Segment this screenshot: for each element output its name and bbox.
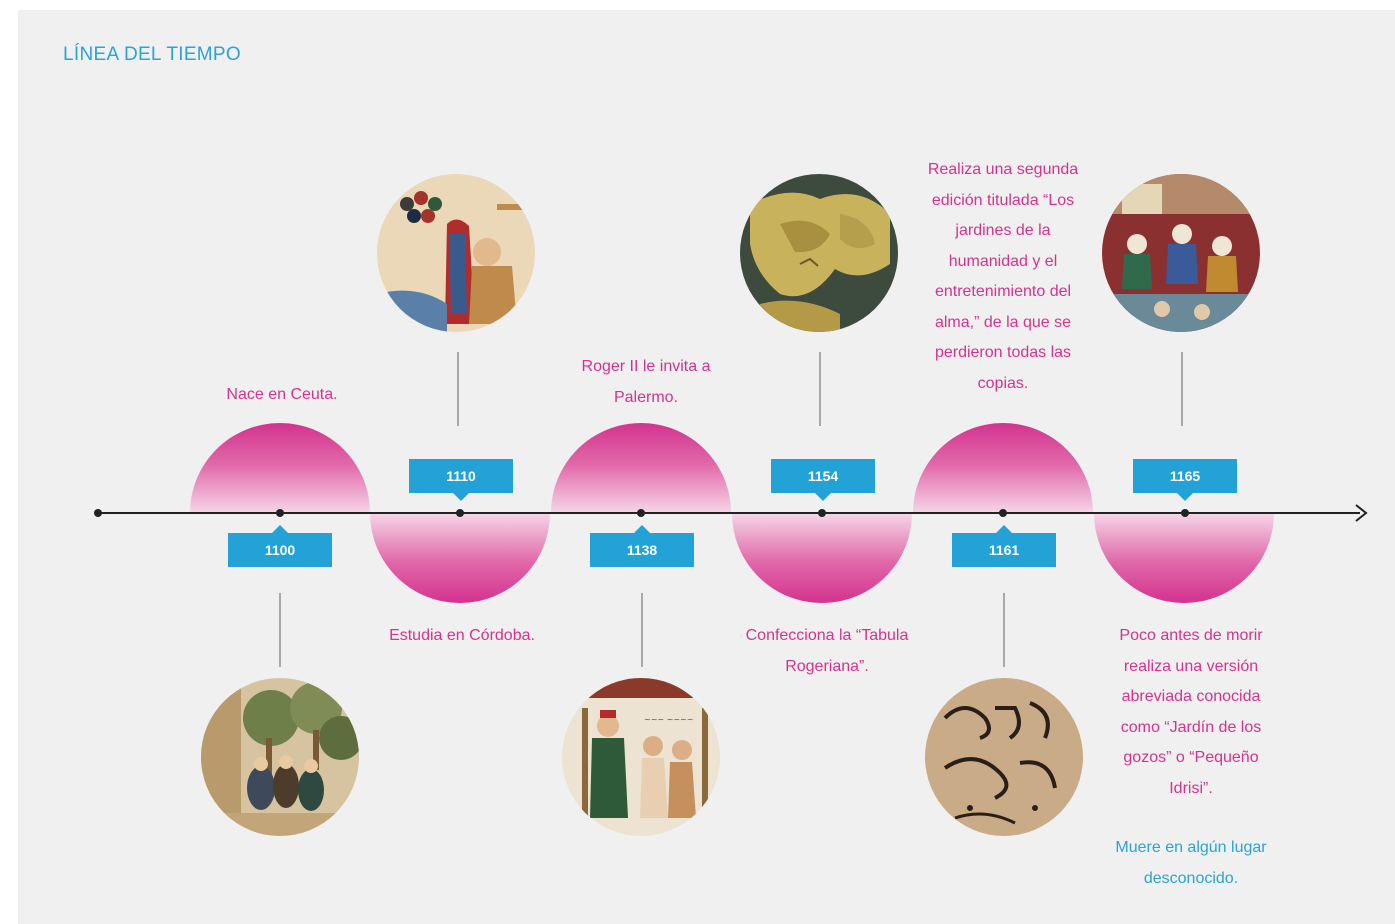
page-title: LÍNEA DEL TIEMPO <box>63 44 241 65</box>
event-text-1110: Estudia en Córdoba. <box>389 627 535 644</box>
year-badge: 1100 <box>228 525 332 567</box>
arabic-calligraphy-image <box>925 678 1083 836</box>
event-text-1100: Nace en Ceuta. <box>226 386 338 403</box>
event-text-1138: Roger II le invita a Palermo. <box>581 358 711 406</box>
event-text-1154: Confecciona la “Tabula Rogeriana”. <box>745 627 909 675</box>
event-text-1165: Poco antes de morir realiza una versión … <box>1119 627 1263 797</box>
year-badge: 1161 <box>952 525 1056 567</box>
connector-line <box>457 352 459 426</box>
year-badge: 1138 <box>590 525 694 567</box>
year-badge: 1154 <box>771 459 875 501</box>
garden-figures-image <box>201 678 359 836</box>
timeline-dot <box>999 509 1007 517</box>
tabula-rogeriana-map-image <box>740 174 898 332</box>
timeline-axis <box>98 512 1360 514</box>
connector-line <box>1003 593 1005 667</box>
scholar-image <box>377 174 535 332</box>
timeline-dot <box>276 509 284 517</box>
svg-text:~~~ ~~~~: ~~~ ~~~~ <box>644 715 693 724</box>
connector-line <box>279 593 281 667</box>
court-scene-image <box>1102 174 1260 332</box>
connector-line <box>641 593 643 667</box>
timeline-dot <box>637 509 645 517</box>
timeline-dot <box>1181 509 1189 517</box>
timeline-start-dot <box>94 509 102 517</box>
timeline-dot <box>456 509 464 517</box>
connector-line <box>1181 352 1183 426</box>
king-court-image: ~~~ ~~~~ <box>562 678 720 836</box>
timeline-dot <box>818 509 826 517</box>
event-text-1161: Realiza una segunda edición titulada “Lo… <box>927 161 1079 392</box>
arrow-right-icon <box>1355 504 1368 522</box>
year-badge: 1110 <box>409 459 513 501</box>
year-badge: 1165 <box>1133 459 1237 501</box>
event-note-1165: Muere en algún lugar desconocido. <box>1115 839 1267 887</box>
connector-line <box>819 352 821 426</box>
